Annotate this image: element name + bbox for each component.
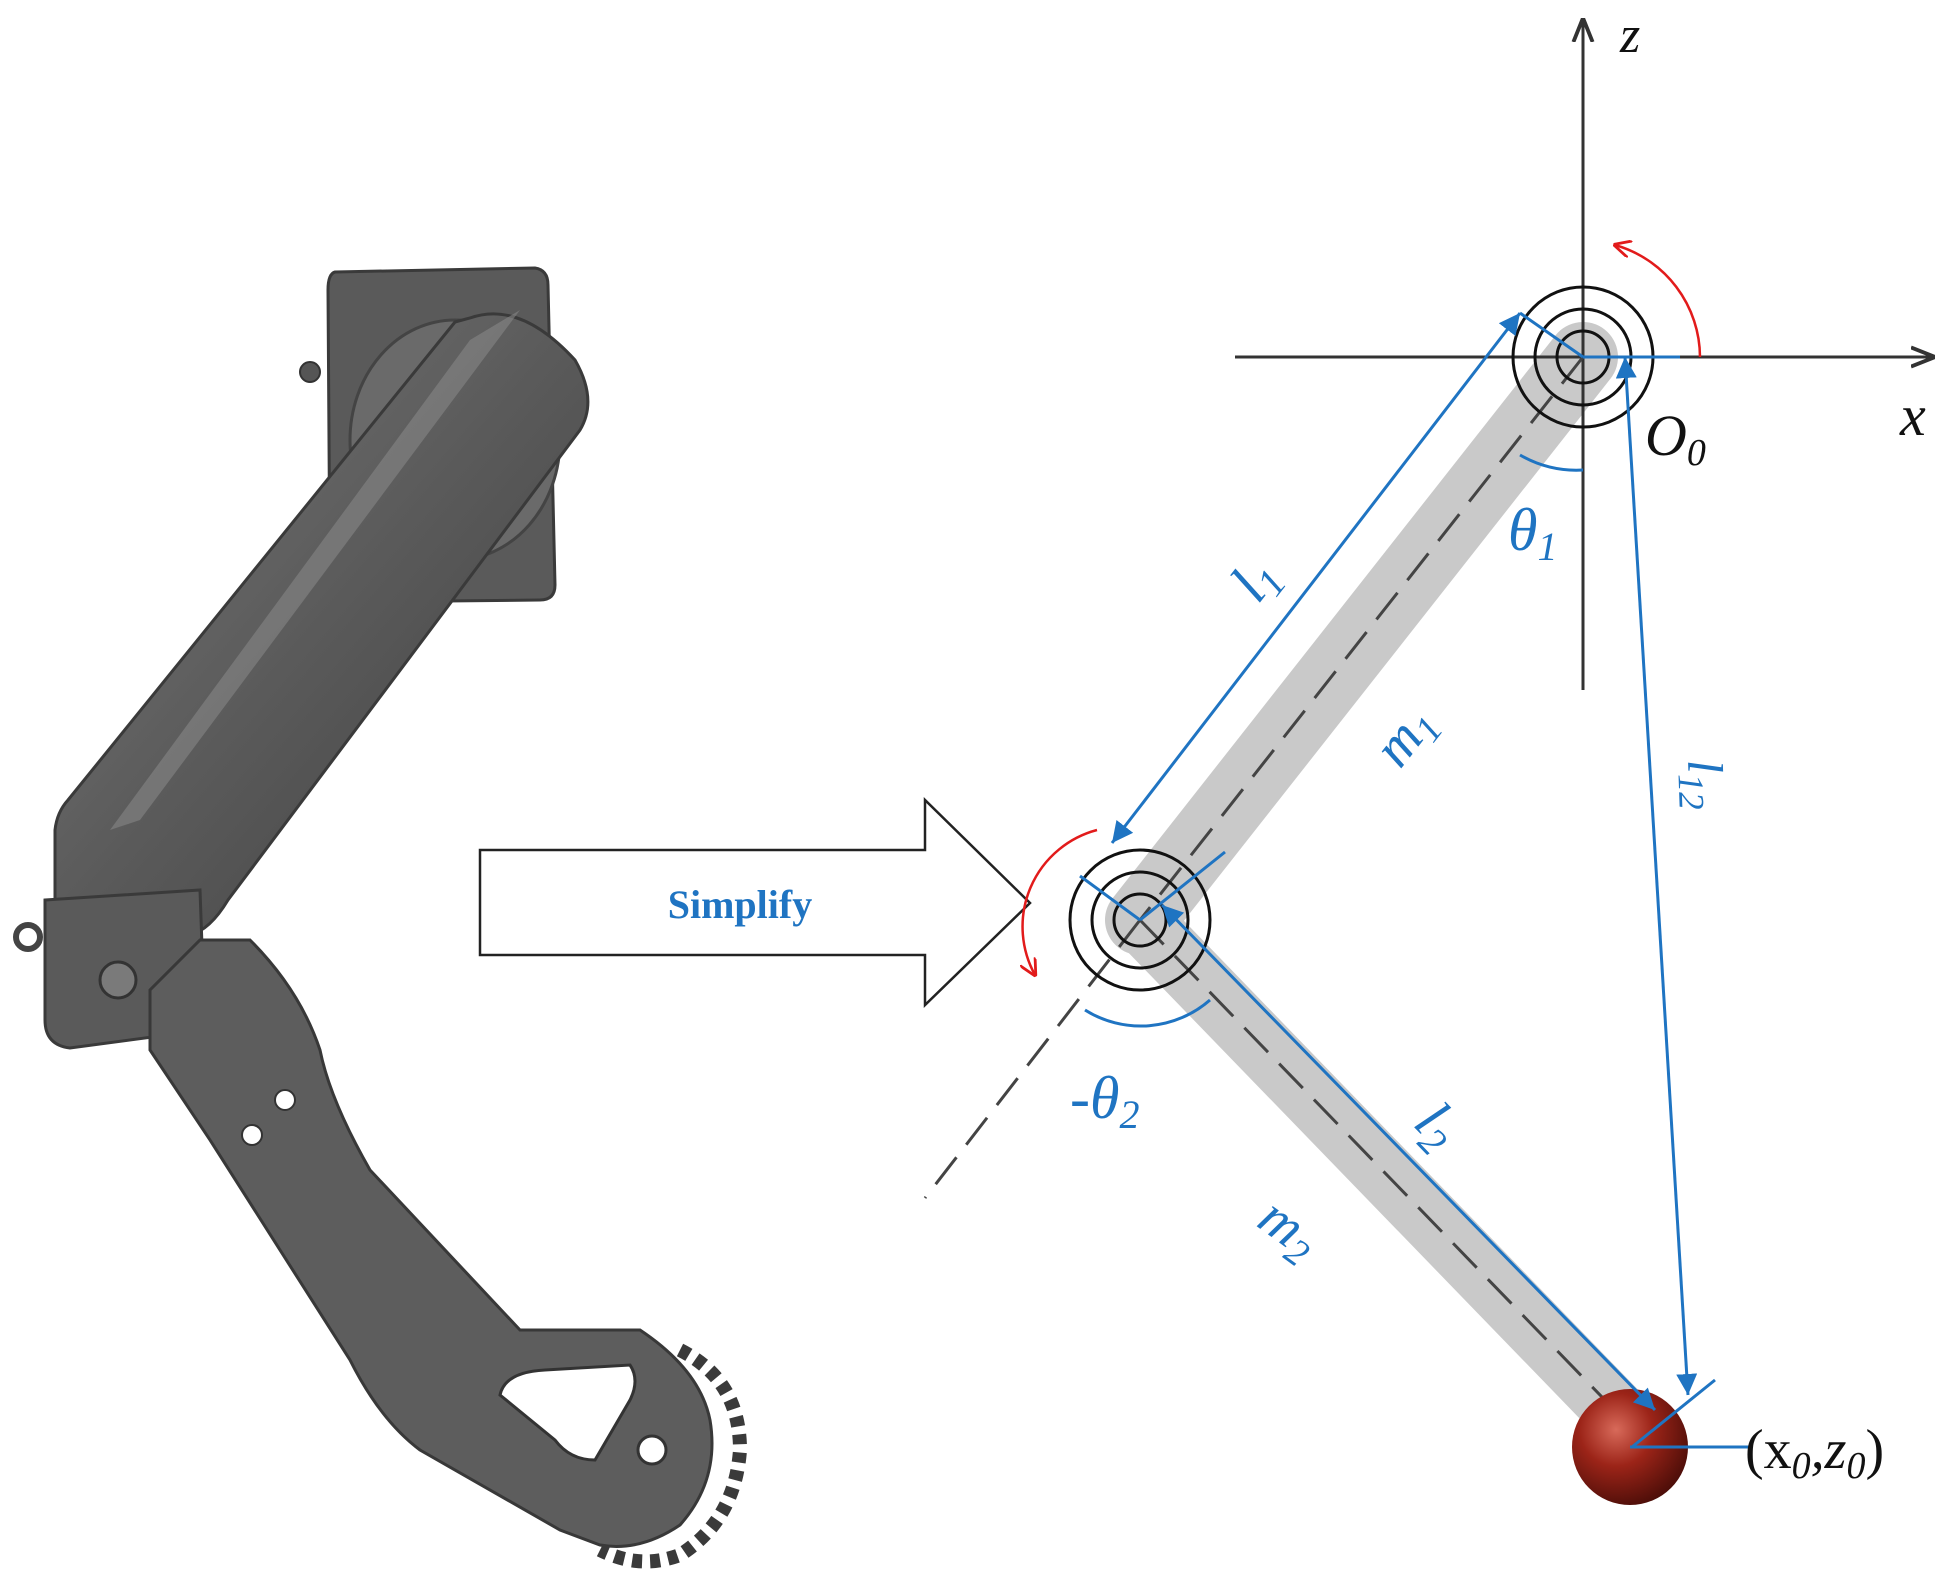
l1-ext-knee: [1079, 874, 1141, 922]
end-ext: [1631, 1378, 1716, 1449]
knee-side-lug: [13, 922, 43, 952]
link-1-extension: [923, 919, 1142, 1199]
foot-tread: [596, 1343, 748, 1569]
robot-leg-model: [13, 266, 748, 1569]
hip-rotation-arrow: [1615, 245, 1702, 358]
thigh-link: [53, 312, 590, 937]
z-axis-label: z: [1619, 7, 1640, 64]
thigh-highlight: [110, 310, 520, 830]
l12-label: l12: [1670, 758, 1735, 810]
m2-label: m2: [1244, 1185, 1332, 1275]
l12-dimension: [1615, 356, 1698, 1396]
hip-mount-knob: [299, 361, 321, 383]
endpoint-label: (x0,z0): [1745, 1419, 1884, 1487]
link-1-centerline: [1138, 356, 1585, 921]
l1-dimension: [1110, 312, 1522, 844]
l1-ext-hip: [1519, 311, 1584, 359]
dimension-lines: [1079, 311, 1750, 1449]
shank-hole-1: [241, 1124, 263, 1146]
simplify-arrow-shape: [478, 797, 1032, 1008]
simplify-label: Simplify: [668, 882, 812, 927]
foot-cutout: [498, 1363, 637, 1462]
shank-link: [148, 938, 714, 1548]
theta-1-label: θ1: [1508, 497, 1557, 569]
simplify-arrow: Simplify: [478, 797, 1032, 1008]
l2-label: l2: [1398, 1089, 1474, 1164]
shank-hole-2: [274, 1089, 296, 1111]
origin-label: O0: [1645, 403, 1706, 474]
m1-label: m1: [1361, 693, 1451, 782]
l2-ext-knee: [1139, 850, 1226, 922]
l1-label: l1: [1217, 545, 1295, 617]
knee-rotation-arrow: [1023, 828, 1098, 975]
neg-theta-2-label: -θ2: [1070, 1065, 1139, 1137]
link-2-centerline: [1138, 918, 1634, 1430]
theta-1-arc: [1519, 453, 1584, 472]
knee-bolt: [98, 960, 138, 1000]
foot-hole: [636, 1434, 668, 1466]
l2-dimension: [1160, 903, 1657, 1412]
x-axis-label: x: [1899, 383, 1926, 448]
